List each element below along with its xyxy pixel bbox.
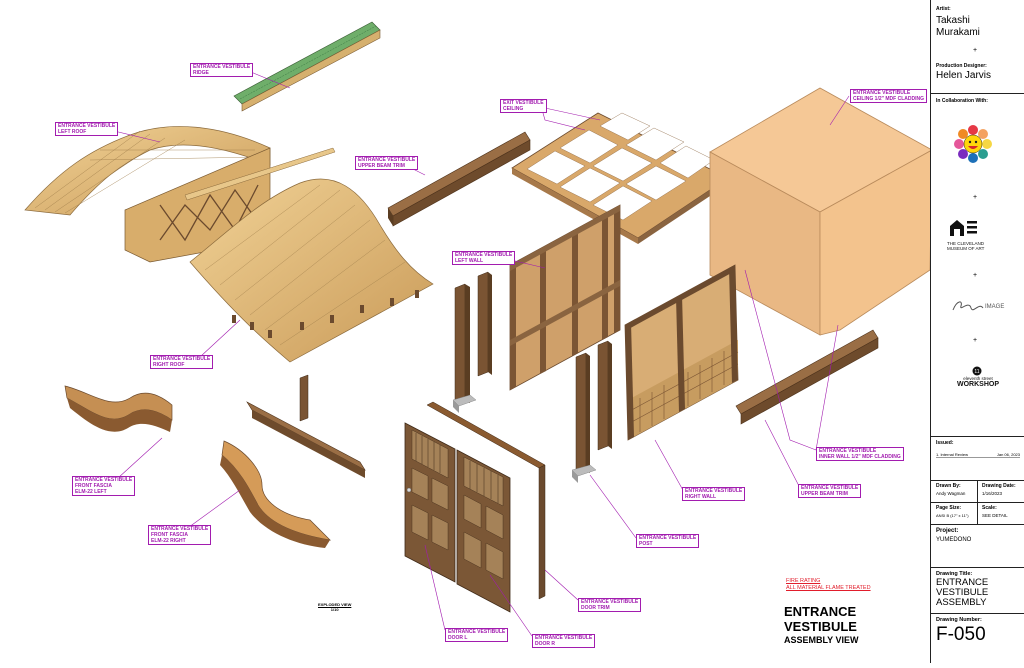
door-right-part: [456, 449, 511, 613]
flower-logo-icon: [954, 125, 992, 163]
title-block: Artist: Takashi Murakami + Production De…: [930, 0, 1024, 663]
tb-project: Project: YUMEDONO: [931, 525, 1024, 568]
fascia-right-part: [220, 440, 332, 548]
view-label: EXPLODED VIEW 1/10: [318, 602, 352, 612]
tb-drawing-number: Drawing Number: F-050: [936, 617, 986, 645]
scale-value: SEE DETAIL: [982, 513, 1008, 518]
upper-beam-trim-right-part: [735, 329, 879, 425]
tb-meta: Drawn By: Andy Wagman Drawing Date: 1/16…: [931, 481, 1024, 525]
right-roof-part: [189, 178, 434, 363]
door-left-part: [404, 422, 456, 583]
artist-name-2: Murakami: [936, 27, 980, 38]
museum-logo-icon: [950, 220, 977, 236]
tb-artist: Artist: Takashi Murakami + Production De…: [936, 6, 992, 81]
sheet-title-line-2: VESTIBULE: [784, 619, 857, 634]
workshop-logo-text: eleventh street WORKSHOP: [957, 376, 999, 388]
artist-name: Takashi: [936, 15, 970, 26]
exploded-view-illustration: [24, 21, 933, 637]
posts-right-part: [571, 340, 612, 483]
tb-drawing-title: Drawing Title: ENTRANCE VESTIBULE ASSEMB…: [931, 568, 1024, 614]
svg-text:11: 11: [974, 369, 979, 375]
studio-logo-icon: IMAGE: [952, 301, 1004, 311]
designer-name: Helen Jarvis: [936, 70, 992, 81]
sheet-title-line-1: ENTRANCE: [784, 604, 857, 619]
mdf-cladding-part: [709, 87, 933, 336]
loose-beams-part: [246, 374, 366, 478]
upper-beam-trim-left-part: [387, 131, 531, 227]
drawing-canvas: [24, 21, 933, 637]
page-size: ANSI B (17" x 11"): [936, 513, 969, 518]
svg-text:IMAGE: IMAGE: [985, 304, 1004, 310]
drawing-title: ENTRANCE VESTIBULE ASSEMBLY: [936, 577, 989, 608]
right-wall-part: [624, 264, 739, 441]
fascia-left-part: [64, 385, 173, 432]
drawn-by: Andy Wagman: [936, 491, 966, 496]
drawing-date: 1/16/2023: [982, 491, 1003, 496]
drawing-number: F-050: [936, 624, 986, 645]
sheet-title: ENTRANCE VESTIBULE ASSEMBLY VIEW: [784, 604, 859, 646]
workshop-logo-icon: 11: [972, 366, 982, 376]
ridge-part: [233, 21, 381, 112]
sheet-title-line-3: ASSEMBLY VIEW: [784, 635, 859, 645]
fire-rating-note: FIRE RATING ALL MATERIAL FLAME TREATED: [786, 578, 871, 591]
left-wall-part: [509, 204, 621, 391]
posts-left-part: [452, 271, 492, 413]
door-trim-part: [426, 401, 546, 600]
project-name: YUMEDONO: [936, 537, 972, 543]
